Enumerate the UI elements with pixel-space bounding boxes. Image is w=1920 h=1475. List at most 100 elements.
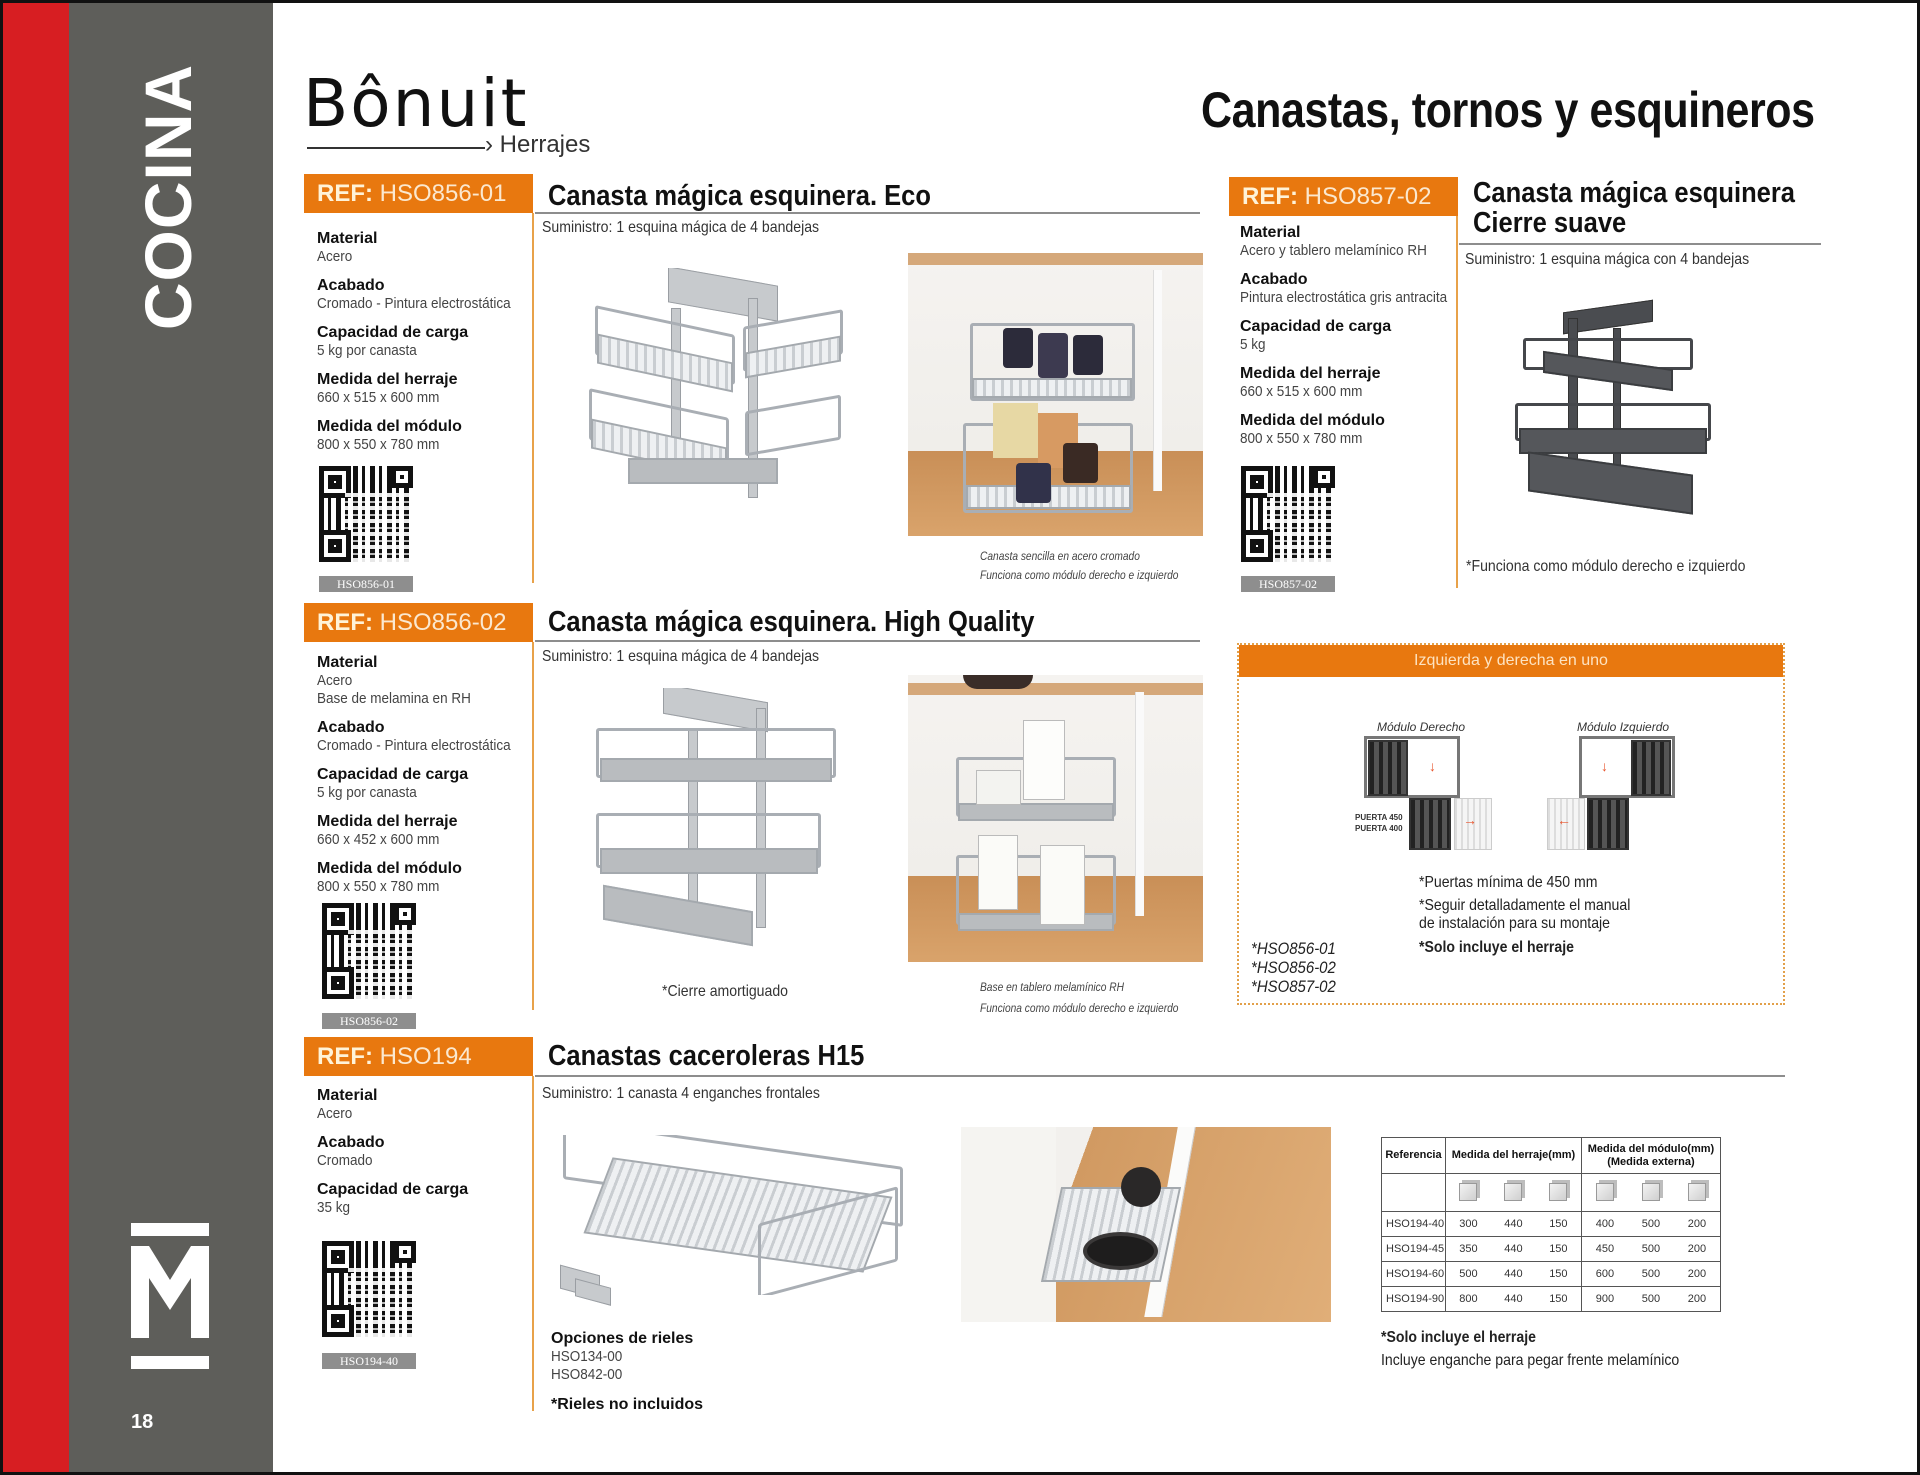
spec-value: Acero y tablero melamínico RH: [1240, 242, 1427, 259]
spec-value: 660 x 515 x 600 mm: [1240, 383, 1363, 400]
product-title: Canasta mágica esquinera. High Quality: [548, 606, 1035, 638]
qr-code-icon[interactable]: [322, 1241, 416, 1337]
diagram-label: Módulo Izquierdo: [1577, 720, 1670, 734]
table-header-herraje: Medida del herraje(mm): [1445, 1137, 1582, 1174]
supply-text: Suministro: 1 canasta 4 enganches fronta…: [542, 1085, 820, 1102]
depth-icon: [1641, 1183, 1660, 1201]
spec-key: Acabado: [317, 277, 385, 294]
qr-code-label: HSO857-02: [1241, 576, 1335, 592]
arrow-down-icon: ↓: [1429, 758, 1436, 774]
info-note: *Puertas mínima de 450 mm: [1419, 874, 1598, 891]
qr-code-icon[interactable]: [1241, 466, 1335, 562]
value: 200: [1687, 1243, 1707, 1255]
left-right-info-box: Izquierda y derecha en uno Módulo Derech…: [1237, 643, 1785, 1005]
value: 150: [1549, 1243, 1568, 1255]
spec-value: 660 x 515 x 600 mm: [317, 389, 440, 406]
value: 200: [1687, 1218, 1707, 1230]
spec-value: 660 x 452 x 600 mm: [317, 831, 440, 848]
value: 500: [1641, 1293, 1661, 1305]
qr-code-label: HSO194-40: [322, 1353, 416, 1369]
applies-to-ref: *HSO856-01: [1251, 939, 1336, 958]
product-title-line1: Canasta mágica esquinera: [1473, 177, 1795, 209]
qr-code-icon[interactable]: [322, 903, 416, 999]
ref-code: HSO194: [379, 1043, 472, 1070]
info-box-title: Izquierda y derecha en uno: [1239, 645, 1783, 677]
value: 150: [1549, 1293, 1568, 1305]
spec-key: Capacidad de carga: [317, 324, 469, 341]
width-icon: [1595, 1183, 1614, 1201]
spec-value: Base de melamina en RH: [317, 690, 471, 707]
value: 440: [1504, 1268, 1523, 1280]
spec-value: Cromado: [317, 1152, 373, 1169]
rail-option: HSO134-00: [551, 1348, 623, 1365]
qr-code-icon[interactable]: [319, 466, 413, 562]
sidebar-red-stripe: [3, 3, 69, 1472]
value: 500: [1459, 1268, 1478, 1280]
column-divider: [1456, 216, 1458, 588]
logo-brand-text: Bônuit: [303, 65, 529, 142]
supply-text: Suministro: 1 esquina mágica de 4 bandej…: [542, 648, 820, 665]
brand-mark-top-bar: [131, 1223, 209, 1236]
photo-caption: Funciona como módulo derecho e izquierdo: [980, 568, 1179, 582]
applies-to-list: *HSO856-01 *HSO856-02 *HSO857-02: [1251, 939, 1336, 996]
spec-value: Cromado - Pintura electrostática: [317, 295, 511, 312]
value: 200: [1687, 1268, 1707, 1280]
value: 200: [1687, 1293, 1707, 1305]
spec-value: 5 kg por canasta: [317, 342, 417, 359]
spec-value: 800 x 550 x 780 mm: [317, 878, 440, 895]
product-title: Canasta mágica esquinera. Eco: [548, 180, 931, 212]
product-image-hq-corner-basket: [588, 688, 848, 963]
spec-value: Acero: [317, 1105, 353, 1122]
door-label: PUERTA 400: [1355, 824, 1403, 833]
column-divider: [532, 642, 534, 1010]
diagram-label: Módulo Derecho: [1377, 720, 1466, 734]
value: 300: [1459, 1218, 1478, 1230]
value: 500: [1641, 1268, 1661, 1280]
spec-key: Material: [1240, 224, 1301, 241]
supply-text: Suministro: 1 esquina mágica de 4 bandej…: [542, 219, 820, 236]
table-header-modulo-line1: Medida del módulo(mm): [1587, 1142, 1715, 1155]
product-image-anthracite-corner-basket: [1513, 298, 1718, 523]
spec-key: Material: [317, 230, 378, 247]
spec-key: Medida del módulo: [1240, 412, 1385, 429]
ref-header-hso194: REF: HSO194: [304, 1037, 533, 1076]
depth-icon: [1504, 1183, 1523, 1201]
qr-code-label: HSO856-01: [319, 576, 413, 592]
arrow-down-icon: ↓: [1601, 758, 1608, 774]
door-label: PUERTA 450: [1355, 813, 1403, 822]
chevron-right-icon: ›: [485, 131, 493, 158]
rail-hook-image: [555, 1264, 615, 1307]
applies-to-ref: *HSO857-02: [1251, 977, 1336, 996]
spec-value: 5 kg por canasta: [317, 784, 417, 801]
spec-key: Medida del herraje: [317, 371, 458, 388]
door-labels: PUERTA 450 PUERTA 400: [1355, 812, 1403, 834]
height-icon: [1687, 1183, 1706, 1201]
photo-caption: Base en tablero melamínico RH: [980, 980, 1125, 994]
solo-herraje-note: *Solo incluye el herraje: [1381, 1329, 1536, 1346]
logo-subtitle-text: Herrajes: [499, 131, 591, 158]
ref-label: REF:: [317, 609, 373, 636]
qr-code-label: HSO856-02: [322, 1013, 416, 1029]
spec-value: 800 x 550 x 780 mm: [317, 436, 440, 453]
value: 440: [1504, 1243, 1523, 1255]
diagram-left-module: Módulo Izquierdo ↓ ←: [1539, 720, 1709, 850]
value: 150: [1549, 1218, 1568, 1230]
photo-caption: Canasta sencilla en acero cromado: [980, 549, 1140, 563]
spec-key: Acabado: [317, 1134, 385, 1151]
table-cell-ref: HSO194-90: [1381, 1286, 1446, 1312]
value: 500: [1641, 1218, 1661, 1230]
